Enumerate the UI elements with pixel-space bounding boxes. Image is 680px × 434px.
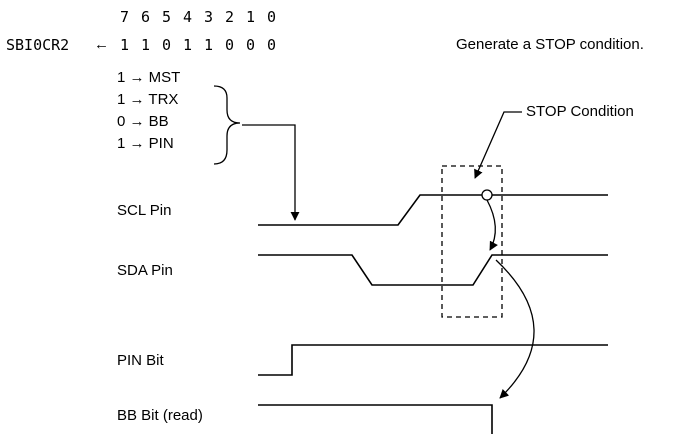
scl-waveform — [258, 194, 608, 226]
bit-number-0: 0 — [267, 8, 277, 26]
signal-label-scl: SCL Pin — [117, 202, 172, 219]
bit-setting-mst: 1 → MST — [117, 69, 181, 86]
scl-high-marker — [481, 189, 493, 201]
bit-number-3: 3 — [204, 8, 214, 26]
bit-settings-brace — [213, 85, 241, 165]
bit-number-4: 4 — [183, 8, 193, 26]
bit-value-1: 0 — [246, 36, 256, 54]
signal-label-bb-bit: BB Bit (read) — [117, 407, 203, 424]
sda-to-bb-arrow — [495, 259, 535, 399]
write-timing-connector — [242, 124, 300, 221]
bit-value-5: 0 — [162, 36, 172, 54]
bb-bit-waveform — [258, 404, 493, 434]
register-write-arrow: ← — [94, 36, 109, 53]
bit-value-3: 1 — [204, 36, 214, 54]
bit-setting-bb: 0 → BB — [117, 113, 169, 130]
bit-value-6: 1 — [141, 36, 151, 54]
bit-value-7: 1 — [120, 36, 130, 54]
bit-number-1: 1 — [246, 8, 256, 26]
scl-to-sda-arrow — [486, 199, 498, 251]
bit-setting-trx: 1 → TRX — [117, 91, 179, 108]
bit-setting-pin: 1 → PIN — [117, 135, 174, 152]
stop-condition-label: STOP Condition — [526, 103, 634, 120]
pin-bit-waveform — [258, 344, 608, 376]
stop-condition-leader — [474, 111, 522, 179]
bit-value-2: 0 — [225, 36, 235, 54]
bit-value-0: 0 — [267, 36, 277, 54]
signal-label-pin-bit: PIN Bit — [117, 352, 164, 369]
bit-value-4: 1 — [183, 36, 193, 54]
signal-label-sda: SDA Pin — [117, 262, 173, 279]
sda-waveform — [258, 254, 608, 286]
register-caption: Generate a STOP condition. — [456, 36, 644, 53]
bit-number-6: 6 — [141, 8, 151, 26]
stop-condition-box — [441, 165, 503, 318]
bit-number-2: 2 — [225, 8, 235, 26]
register-name: SBI0CR2 — [6, 36, 70, 54]
bit-number-5: 5 — [162, 8, 172, 26]
bit-number-7: 7 — [120, 8, 130, 26]
